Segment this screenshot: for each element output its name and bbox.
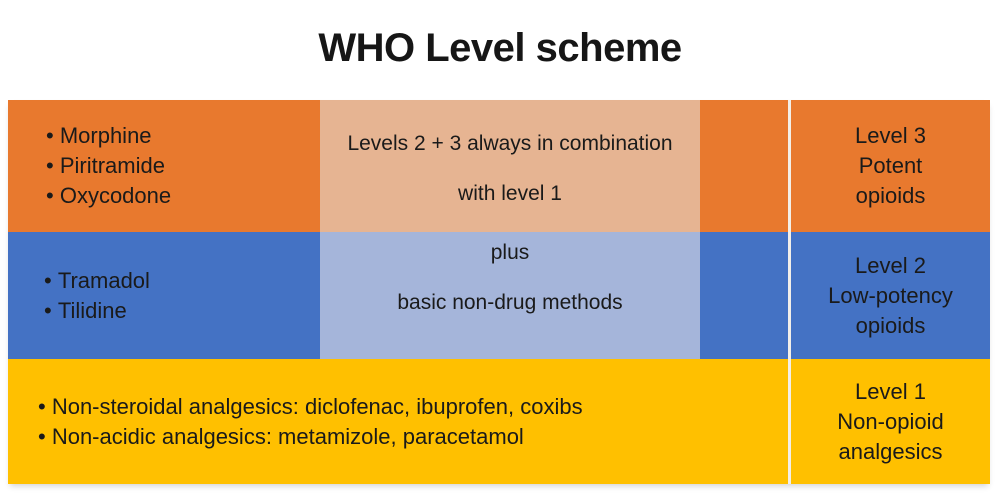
- label-line: Level 2: [855, 252, 926, 278]
- label-line: Low-potency: [828, 282, 953, 308]
- label-line: analgesics: [838, 438, 943, 464]
- level3-spacer: [700, 100, 788, 232]
- who-level-scheme-table: Morphine Piritramide Oxycodone Levels 2 …: [8, 100, 990, 484]
- label-line: Potent: [858, 153, 923, 178]
- drug-item: Tilidine: [44, 296, 320, 326]
- drug-item: Non-steroidal analgesics: diclofenac, ib…: [38, 392, 788, 422]
- combination-note-box: Levels 2 + 3 always in combination with …: [320, 100, 700, 232]
- note-line: with level 1: [458, 182, 562, 205]
- level1-label: Level 1 Non-opioid analgesics: [788, 359, 990, 484]
- note-line: plus: [490, 241, 530, 264]
- non-drug-methods-box: plus basic non-drug methods: [320, 232, 700, 359]
- drug-item: Non-acidic analgesics: metamizole, parac…: [38, 422, 788, 452]
- level2-drug-list: Tramadol Tilidine: [8, 232, 320, 359]
- level2-spacer: [700, 232, 788, 359]
- label-line: Level 1: [855, 378, 926, 404]
- level1-drug-list: Non-steroidal analgesics: diclofenac, ib…: [8, 359, 788, 484]
- page-title: WHO Level scheme: [318, 26, 682, 70]
- label-line: opioids: [855, 312, 926, 338]
- level3-drug-list: Morphine Piritramide Oxycodone: [8, 100, 320, 232]
- level3-label: Level 3 Potent opioids: [788, 100, 990, 232]
- label-line: opioids: [855, 183, 926, 208]
- level2-label: Level 2 Low-potency opioids: [788, 232, 990, 359]
- drug-item: Oxycodone: [46, 181, 320, 211]
- note-line: basic non-drug methods: [397, 291, 623, 314]
- note-line: Levels 2 + 3 always in combination: [347, 132, 673, 155]
- drug-item: Piritramide: [46, 151, 320, 181]
- drug-item: Morphine: [46, 121, 320, 151]
- label-line: Non-opioid: [837, 408, 944, 434]
- drug-item: Tramadol: [44, 266, 320, 296]
- label-line: Level 3: [855, 123, 926, 148]
